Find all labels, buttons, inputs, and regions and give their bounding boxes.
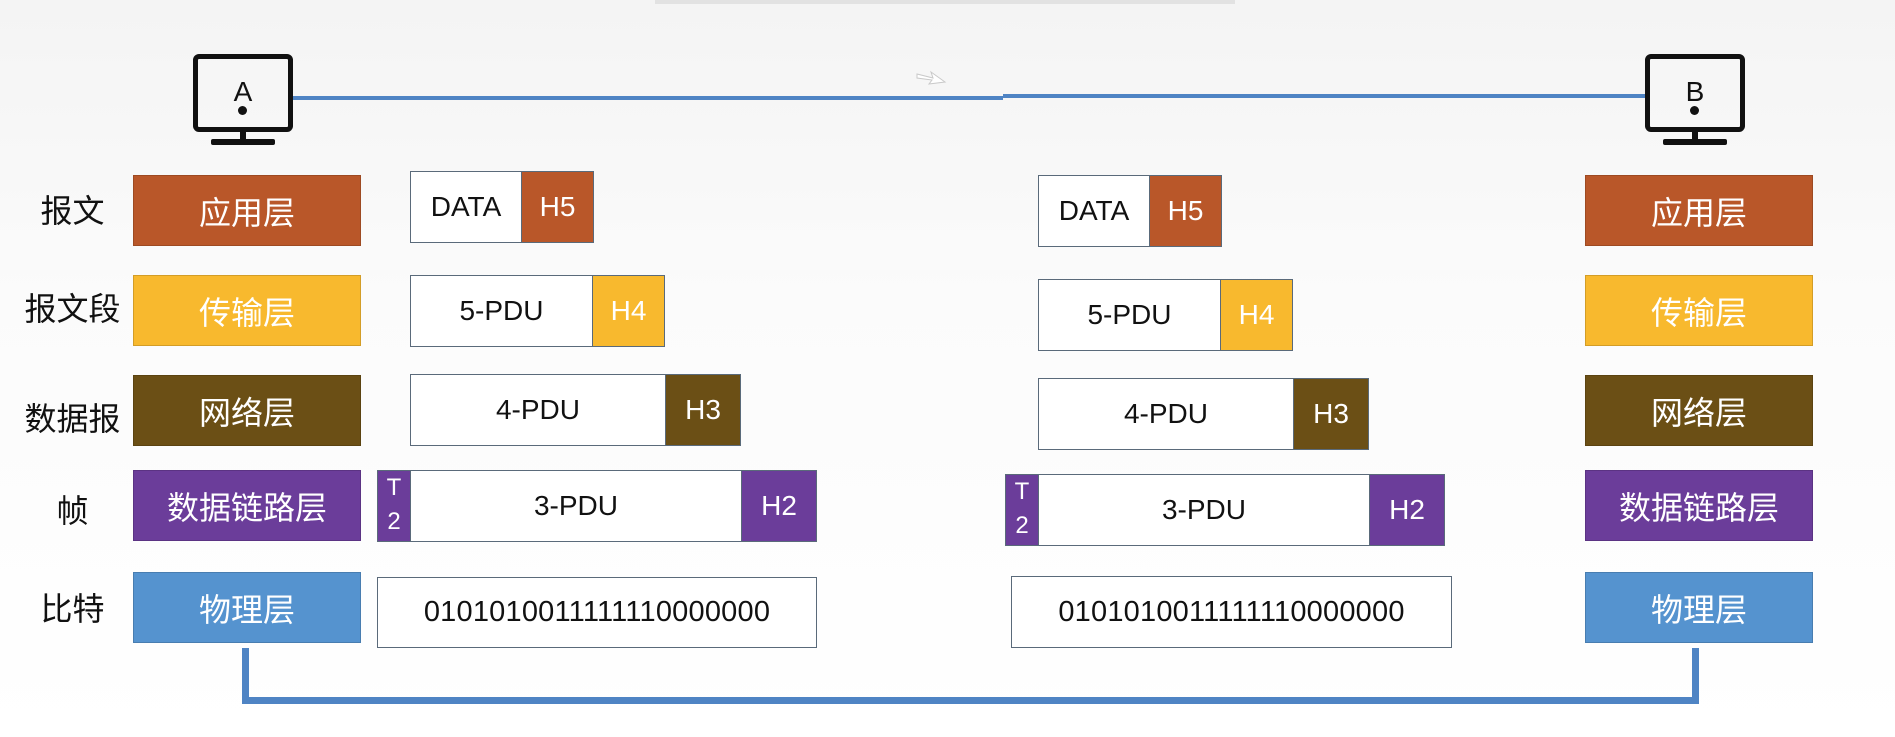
sender-h3-header: H3 xyxy=(665,374,741,446)
receiver-h4-header: H4 xyxy=(1220,279,1293,351)
pointer-arrow-icon xyxy=(916,70,947,85)
right-physical-layer: 物理层 xyxy=(1585,572,1813,643)
receiver-4pdu-box: 4-PDU xyxy=(1038,378,1294,450)
row-label-datagram: 数据报 xyxy=(24,400,121,438)
left-datalink-layer: 数据链路层 xyxy=(133,470,361,541)
sender-h4-header: H4 xyxy=(592,275,665,347)
right-application-layer: 应用层 xyxy=(1585,175,1813,246)
host-b-computer-icon: B xyxy=(1645,54,1745,146)
left-network-layer: 网络层 xyxy=(133,375,361,446)
bottom-link-left-drop xyxy=(242,648,249,704)
sender-5pdu-box: 5-PDU xyxy=(410,275,593,347)
receiver-5pdu-box: 5-PDU xyxy=(1038,279,1221,351)
bottom-link-line xyxy=(242,697,1699,704)
row-label-segment: 报文段 xyxy=(24,290,121,328)
host-b-label: B xyxy=(1685,76,1705,107)
sender-h5-header: H5 xyxy=(521,171,594,243)
top-link-line-left xyxy=(293,96,1003,100)
row-label-message: 报文 xyxy=(40,192,105,230)
host-a-label: A xyxy=(233,76,253,107)
bottom-link-right-drop xyxy=(1692,648,1699,704)
host-a-computer-icon: A xyxy=(193,54,293,146)
left-application-layer: 应用层 xyxy=(133,175,361,246)
monitor-base xyxy=(1663,139,1727,145)
trailer-letter: T xyxy=(1014,478,1030,505)
receiver-3pdu-box: 3-PDU xyxy=(1038,474,1370,546)
receiver-h5-header: H5 xyxy=(1149,175,1222,247)
monitor-base xyxy=(211,139,275,145)
sender-h2-header: H2 xyxy=(741,470,817,542)
sender-bitstream-box: 0101010011111110000000 xyxy=(377,577,817,648)
receiver-t2-trailer: T 2 xyxy=(1005,474,1039,546)
top-toolbar-strip xyxy=(655,0,1235,4)
right-transport-layer: 传输层 xyxy=(1585,275,1813,346)
left-physical-layer: 物理层 xyxy=(133,572,361,643)
sender-t2-trailer: T 2 xyxy=(377,470,411,542)
top-link-line-right xyxy=(1003,94,1645,98)
monitor-stand xyxy=(1692,130,1698,140)
left-transport-layer: 传输层 xyxy=(133,275,361,346)
sender-data-box: DATA xyxy=(410,171,522,243)
monitor-screen xyxy=(193,54,293,132)
sender-3pdu-box: 3-PDU xyxy=(410,470,742,542)
monitor-screen xyxy=(1645,54,1745,132)
receiver-bitstream-box: 0101010011111110000000 xyxy=(1011,576,1452,648)
receiver-data-box: DATA xyxy=(1038,175,1150,247)
receiver-h3-header: H3 xyxy=(1293,378,1369,450)
monitor-power-dot xyxy=(238,106,247,115)
trailer-number: 2 xyxy=(387,508,401,535)
receiver-h2-header: H2 xyxy=(1369,474,1445,546)
trailer-letter: T xyxy=(386,474,402,501)
row-label-frame: 帧 xyxy=(56,492,89,530)
right-datalink-layer: 数据链路层 xyxy=(1585,470,1813,541)
row-label-bits: 比特 xyxy=(40,590,105,628)
monitor-power-dot xyxy=(1690,106,1699,115)
right-network-layer: 网络层 xyxy=(1585,375,1813,446)
trailer-number: 2 xyxy=(1015,512,1029,539)
monitor-stand xyxy=(240,130,246,140)
sender-4pdu-box: 4-PDU xyxy=(410,374,666,446)
